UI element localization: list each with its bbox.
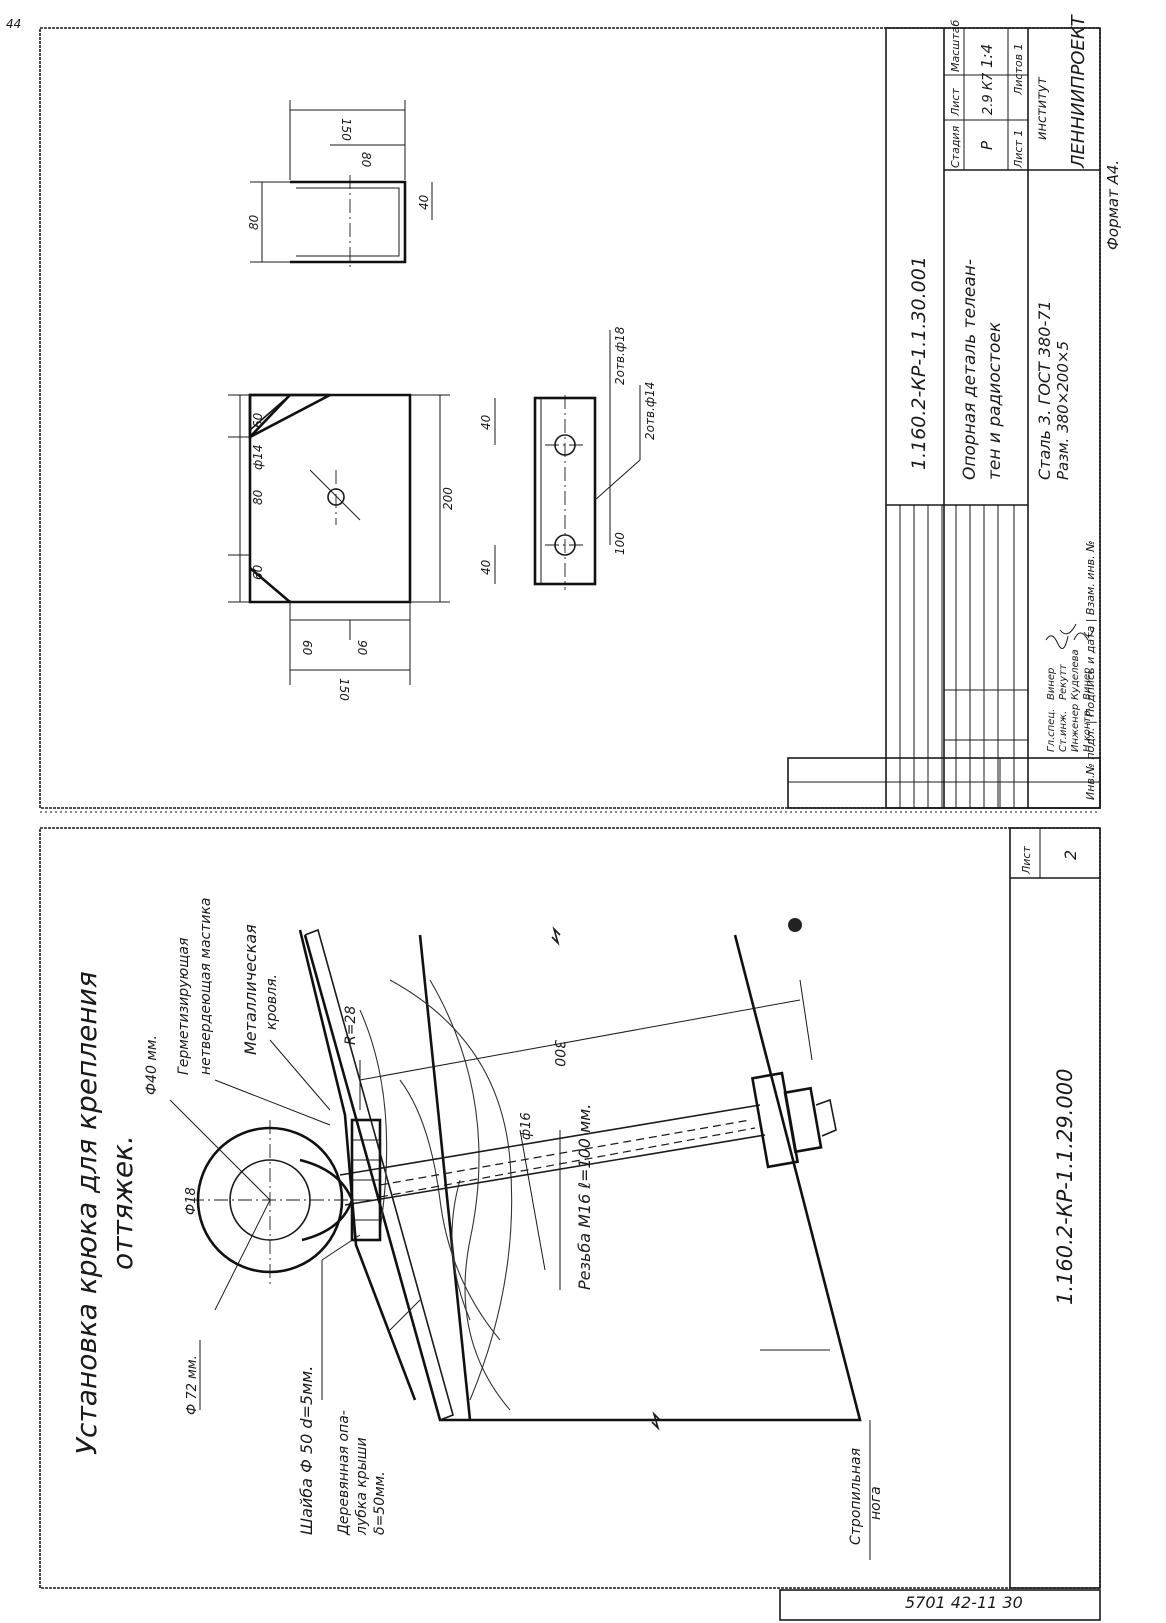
- top-material-line2: Разм. 380×200×5: [1054, 341, 1072, 480]
- channel-dim-80a: 80: [359, 152, 373, 168]
- signer-role-3: Инженер: [1070, 704, 1081, 752]
- label-wood3: δ=50мм.: [372, 1471, 388, 1535]
- channel-dim-40: 40: [417, 194, 431, 210]
- bottom-title-line1: Установка крюка для крепления: [70, 971, 103, 1455]
- plate-dim-200: 200: [441, 487, 455, 510]
- channel-drawing: 150 80 80 40: [247, 100, 433, 270]
- bolt: [339, 979, 837, 1271]
- plate-drawing: 60 80 60 200 ф14 60 90 150: [228, 393, 455, 701]
- label-d40: Ф40 мм.: [144, 1035, 160, 1095]
- sheet-value: 2.9 К7: [981, 72, 996, 115]
- hook-ring: [169, 1099, 354, 1311]
- rafter-body: [303, 926, 862, 1431]
- label-washer: Шайба Ф 50 d=5мм.: [297, 1366, 316, 1535]
- signer-role-4: Н.контр.: [1082, 707, 1093, 752]
- washer-plate: [350, 1118, 382, 1242]
- label-metal2: кровля.: [264, 974, 280, 1030]
- label-phi: Ф18: [184, 1187, 199, 1215]
- label-wood1: Деревянная опа-: [336, 1410, 352, 1536]
- label-wood2: лубка крыши: [354, 1437, 370, 1536]
- label-d16: ф16: [519, 1112, 534, 1140]
- top-material-line1: Сталь 3. ГОСТ 380-71: [1035, 300, 1054, 480]
- signer-role-1: Гл.спец.: [1046, 709, 1057, 752]
- label-rafter1: Стропильная: [848, 1448, 864, 1545]
- stage-header: Стадия: [949, 125, 962, 168]
- side-stamp-strip: [787, 757, 1101, 809]
- signer-name-1: Винер: [1046, 668, 1057, 700]
- bottom-stamp: 5701 42-11 30: [905, 1593, 1023, 1612]
- side-stamp-text: Инв.№ подл. | Подпись и дата | Взам. инв…: [1084, 540, 1097, 800]
- signer-role-2: Ст.инж.: [1058, 711, 1069, 752]
- signature-marks: [1045, 623, 1095, 649]
- strip-dim-40a: 40: [479, 414, 493, 430]
- scale-header: Масштаб: [949, 20, 962, 72]
- label-sealant1: Герметизирующая: [176, 938, 192, 1075]
- strip-holes-14: 2отв.ф14: [643, 382, 657, 440]
- plate-dim-150: 150: [337, 678, 351, 701]
- plate-dim-60b: 60: [251, 564, 265, 580]
- channel-dim-80b: 80: [247, 214, 261, 230]
- bottom-sheet: Лист 2 1.160.2-КР-1.1.29.000 5701 42-11 …: [39, 827, 1101, 1621]
- label-metal1: Металлическая: [241, 924, 260, 1055]
- scale-value: 1:4: [978, 44, 996, 68]
- bottom-sheet-value: 2: [1061, 850, 1080, 860]
- plate-dim-90: 90: [355, 640, 369, 656]
- sheet-header: Лист: [949, 88, 962, 117]
- top-title-line1: Опорная деталь телеан-: [960, 259, 980, 480]
- bottom-sheet-header: Лист: [1020, 846, 1033, 875]
- bottom-stamp-box: [779, 1589, 1101, 1621]
- org-line2: ЛЕННИИПРОЕКТ: [1068, 13, 1089, 169]
- signer-name-2: Рекутт: [1058, 663, 1069, 700]
- corner-mark: 44: [6, 17, 21, 31]
- bottom-title-block: [1009, 827, 1101, 1589]
- top-doc-number: 1.160.2-КР-1.1.30.001: [908, 256, 930, 470]
- strip-drawing: 40 40 100 2отв.ф18 2отв.ф14: [479, 326, 657, 590]
- bottom-title-line2: оттяжек.: [106, 1135, 139, 1270]
- roof-sheet: [298, 929, 417, 1401]
- channel-dim-150: 150: [339, 118, 353, 141]
- signer-name-3: Куделева: [1070, 649, 1081, 700]
- signer-name-4: Винер: [1082, 668, 1093, 700]
- org-line1: институт: [1035, 77, 1050, 140]
- strip-holes-18: 2отв.ф18: [613, 326, 627, 385]
- plate-dim-60c: 60: [300, 640, 314, 656]
- bottom-doc-number: 1.160.2-КР-1.1.29.000: [1053, 1069, 1077, 1305]
- format-label: Формат А4.: [1104, 160, 1122, 250]
- strip-dim-40b: 40: [479, 559, 493, 575]
- stage-value: Р: [978, 140, 996, 150]
- label-thread: Резьба М16 ℓ=100 мм.: [575, 1104, 594, 1290]
- label-rafter2: нога: [868, 1486, 884, 1520]
- label-sealant2: нетвердеющая мастика: [198, 897, 214, 1075]
- plate-dim-60a: 60: [251, 412, 265, 428]
- label-r28: R=28: [343, 1006, 359, 1045]
- plate-dim-80: 80: [251, 489, 265, 505]
- ink-blot: [788, 918, 802, 932]
- plate-dim-f14: ф14: [251, 444, 265, 470]
- top-sheet-frame: [39, 27, 1101, 809]
- label-d72: Ф 72 мм.: [185, 1355, 200, 1415]
- list-label: Лист 1: [1012, 130, 1025, 169]
- top-sheet: 1.160.2-КР-1.1.30.001 Опорная деталь тел…: [6, 13, 1122, 809]
- list-count: Листов 1: [1012, 43, 1025, 96]
- label-300: 300: [551, 1040, 567, 1067]
- top-title-line2: тен и радиостоек: [985, 321, 1005, 480]
- strip-dim-100: 100: [613, 532, 627, 555]
